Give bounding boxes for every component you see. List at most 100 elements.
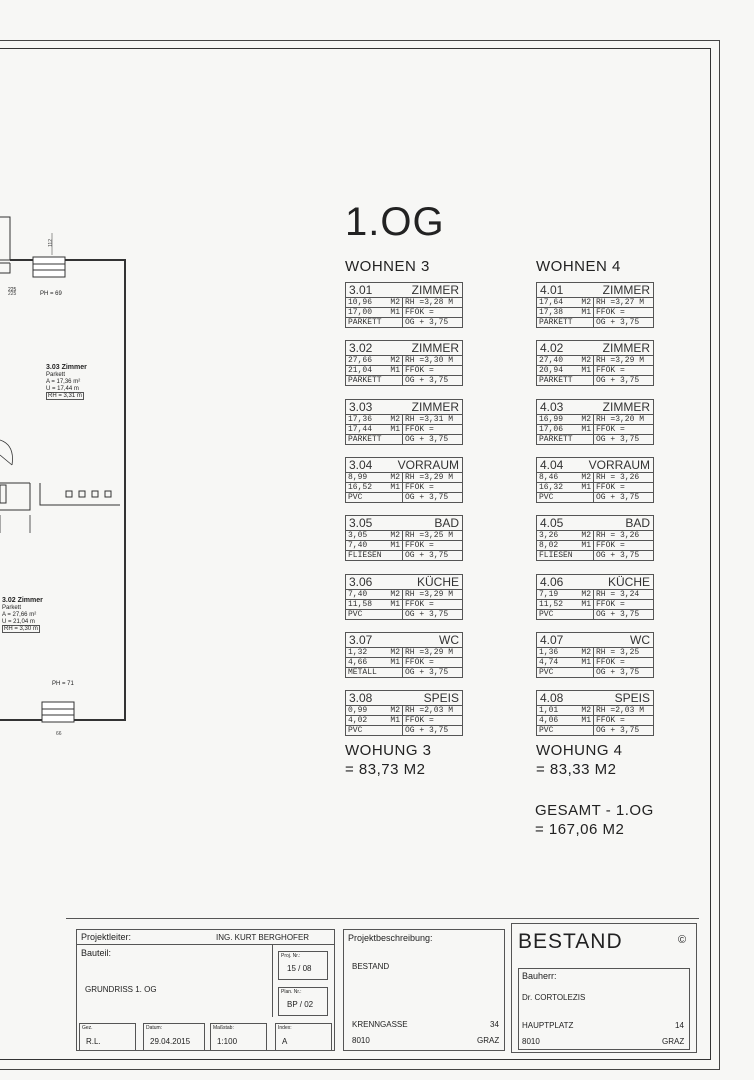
grand-total: GESAMT - 1.OG = 167,06 M2 [535, 802, 654, 838]
room-header: 4.02 ZIMMER [536, 340, 654, 356]
room-floor-finish: FLIESEN [345, 550, 403, 562]
grand-total-value: = 167,06 M2 [535, 821, 625, 838]
room-perimeter-value: 4,66 [348, 657, 368, 667]
plan-room-title: 3.03 Zimmer [46, 364, 87, 371]
room-area-value: 1,01 [539, 706, 559, 716]
room-floor-finish: PVC [536, 491, 594, 503]
projnr-label: Proj. Nr.: [281, 953, 301, 959]
room-number: 3.04 [349, 457, 373, 472]
table-row: PVC OG + 3,75 [536, 491, 654, 503]
room-area-value: 1,32 [348, 647, 368, 657]
room-name: BAD [434, 516, 459, 531]
room-height: RH = 3,24 [593, 588, 654, 600]
room-perimeter-unit: M1 [390, 366, 400, 376]
table-row: PVC OG + 3,75 [536, 666, 654, 678]
room-perimeter-value: 11,52 [539, 599, 564, 609]
dimension-label: 225 [8, 287, 17, 293]
room-area-unit: M2 [390, 472, 400, 482]
table-row: PVC OG + 3,75 [345, 608, 463, 620]
room-floor-finish: PVC [345, 725, 403, 737]
bauteil-label: Bauteil: [81, 948, 112, 958]
room-header: 3.08 SPEIS [345, 690, 463, 706]
table-row: PVC OG + 3,75 [345, 491, 463, 503]
room-name: ZIMMER [411, 283, 459, 297]
room-level: OG + 3,75 [593, 725, 654, 737]
room-floor-finish: PARKETT [536, 375, 594, 387]
unit-total-value: = 83,33 M2 [536, 761, 617, 778]
room-area-value: 17,64 [539, 298, 564, 307]
room-perimeter-unit: M1 [581, 541, 591, 551]
plan-room-perimeter: U = 17,44 m [46, 386, 79, 392]
room-number: 3.07 [349, 632, 373, 647]
room-ffok: FFOK = [402, 598, 463, 610]
index-value: A [282, 1037, 288, 1046]
floor-plan: 112 225 66 [0, 216, 126, 737]
stamp-bestand: BESTAND [518, 930, 623, 953]
room-area-unit: M2 [581, 589, 591, 599]
room-height: RH = 3,26 [593, 530, 654, 542]
plan-room-303-label: 3.03 Zimmer Parkett A = 17,36 m² U = 17,… [46, 364, 87, 400]
room-height: RH =3,30 M [402, 355, 463, 367]
room-perimeter-unit: M1 [581, 657, 591, 667]
projekt-value: BESTAND [352, 962, 390, 971]
copyright-icon: © [678, 934, 687, 946]
room-number: 4.07 [540, 632, 564, 647]
table-row: PARKETT OG + 3,75 [536, 317, 654, 328]
room-level: OG + 3,75 [402, 725, 463, 737]
room-header: 4.06 KÜCHE [536, 573, 654, 589]
unit-total-label: WOHUNG 4 [536, 742, 623, 759]
room-perimeter-unit: M1 [390, 541, 400, 551]
table-row: METALL OG + 3,75 [345, 666, 463, 678]
room-perimeter-value: 8,02 [539, 541, 559, 551]
table-row: PVC OG + 3,75 [536, 608, 654, 620]
unit-title: WOHNEN 4 [536, 258, 621, 275]
room-ffok: FFOK = [593, 423, 654, 435]
room-level: OG + 3,75 [402, 550, 463, 562]
projnr-cell: Proj. Nr.: 15 / 08 [278, 951, 328, 980]
room-header: 4.03 ZIMMER [536, 398, 654, 414]
project-zip: 8010 [352, 1036, 370, 1045]
room-area-value: 8,46 [539, 472, 559, 482]
title-block-client: BESTAND © Bauherr: Dr. CORTOLEZIS HAUPTP… [511, 923, 697, 1053]
room-number: 4.06 [540, 574, 564, 589]
gez-cell: Gez. R.L. [79, 1023, 136, 1051]
unit-total-label: WOHUNG 3 [345, 742, 432, 759]
room-ffok: FFOK = [402, 481, 463, 493]
room-number: 4.08 [540, 691, 564, 706]
room-level: OG + 3,75 [593, 317, 654, 328]
bauherr-cell: Bauherr: Dr. CORTOLEZIS HAUPTPLATZ 14 80… [518, 968, 690, 1050]
room-perimeter-value: 17,00 [348, 308, 373, 317]
table-row: FLIESEN OG + 3,75 [345, 550, 463, 562]
plan-room-302-label: 3.02 Zimmer Parkett A = 27,66 m² U = 21,… [2, 597, 43, 633]
room-name: ZIMMER [411, 341, 459, 356]
projekt-label: Projektbeschreibung: [348, 933, 433, 943]
room-area-unit: M2 [390, 356, 400, 366]
room-level: OG + 3,75 [593, 608, 654, 620]
room-header: 3.07 WC [345, 631, 463, 647]
room-area-unit: M2 [390, 298, 400, 307]
room-area-unit: M2 [581, 356, 591, 366]
room-name: BAD [625, 516, 650, 531]
unit-total: WOHUNG 4 = 83,33 M2 [536, 742, 623, 778]
plan-room-title: 3.02 Zimmer [2, 597, 43, 604]
